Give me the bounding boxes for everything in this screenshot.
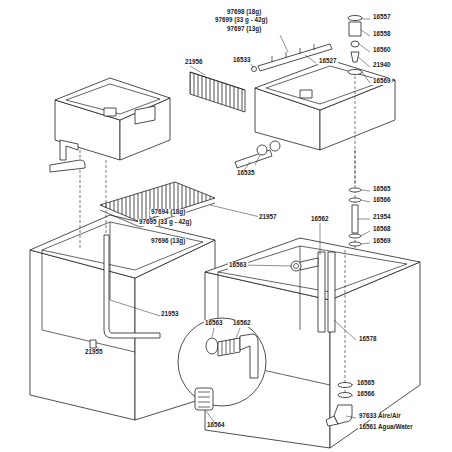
callout-number: 97695 (33 g - 42g) (138, 219, 193, 226)
callout-number: 21954 (372, 214, 392, 221)
callout-number: 16578 (358, 336, 378, 343)
weight-callout: 97697 (13g) (226, 26, 262, 33)
callout-number: 16565 (356, 380, 376, 387)
weight-callout: 97699 (33 g - 42g) (214, 17, 269, 24)
callout-number: 16562 (310, 216, 330, 223)
callout-number: 16560 (372, 47, 392, 54)
callout-number: 16558 (372, 31, 392, 38)
callout-number: 21957 (258, 214, 278, 221)
callout-number: 21953 (160, 311, 180, 318)
callout-number: 97694 (18g) (150, 209, 186, 216)
callout-number: 16566 (372, 197, 392, 204)
callout-number: 16562 (232, 320, 252, 327)
right-insert (96, 16, 395, 419)
callout-number: 16563 (228, 262, 248, 269)
callout-number: 16563 (204, 320, 224, 327)
callout-number: 97633 Aire/Air (358, 413, 402, 420)
callout-number: 16557 (372, 14, 392, 21)
callout-number: 16565 (372, 186, 392, 193)
callout-number: 16569 (372, 238, 392, 245)
callout-number: 16568 (372, 226, 392, 233)
weight-callout: 97698 (18g) (226, 9, 262, 16)
callout-number: 16533 (232, 57, 252, 64)
side-rack (190, 72, 245, 112)
callout-number: 16569 (372, 78, 392, 85)
left-insert (50, 78, 170, 172)
callout-number: 16527 (318, 58, 338, 65)
callout-number: 16564 (206, 422, 226, 429)
basket-grid (100, 182, 215, 227)
callout-number: 16561 Agua/Water (358, 424, 414, 431)
callout-number: 21955 (84, 349, 104, 356)
callout-number: 97696 (13g) (150, 238, 186, 245)
callout-number: 16566 (356, 391, 376, 398)
callout-number: 16535 (236, 170, 256, 177)
callout-number: 21940 (372, 62, 392, 69)
callout-number: 21956 (184, 59, 204, 66)
detail-inset (178, 318, 266, 422)
